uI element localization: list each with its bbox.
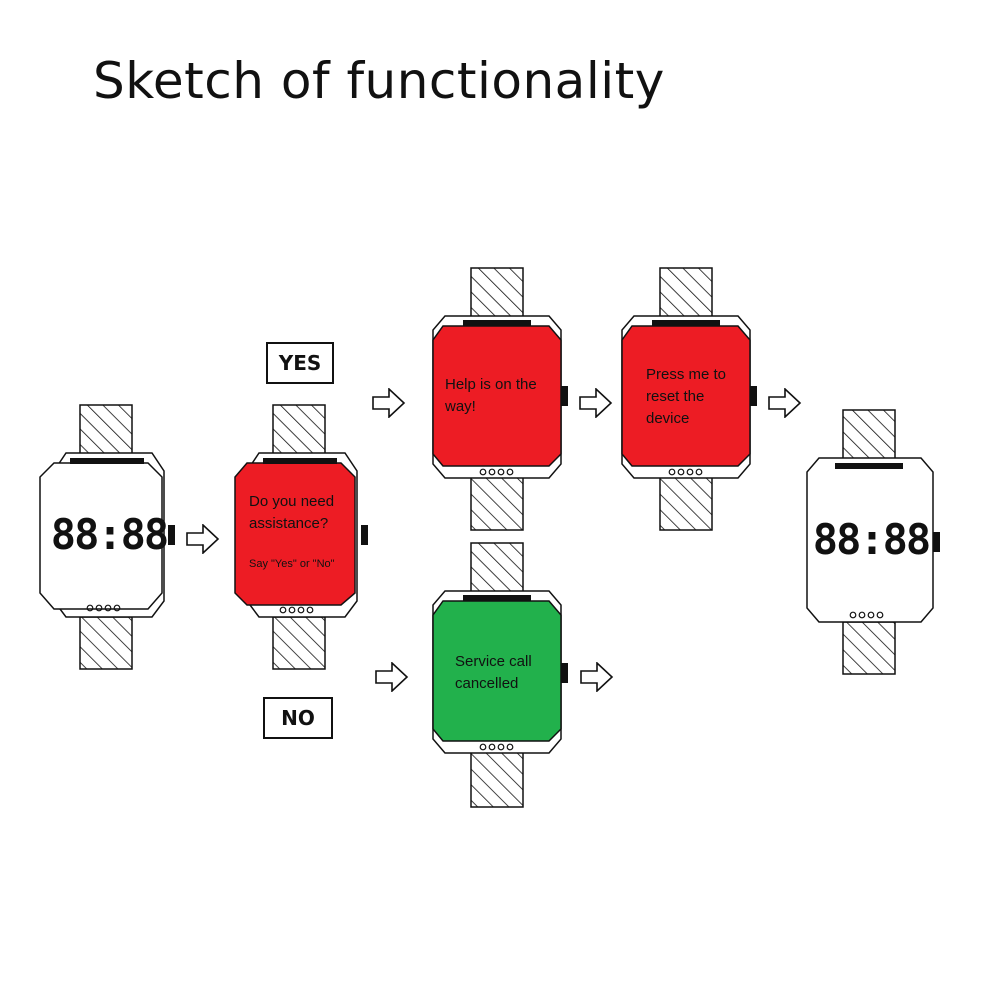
watch-help-line2: way! bbox=[445, 398, 476, 415]
watch-reset-line3: device bbox=[646, 410, 690, 427]
arrow-right-icon bbox=[186, 524, 220, 554]
watch-reset-line1: Press me to bbox=[646, 366, 727, 383]
watch-ask-hint: Say "Yes" or "No" bbox=[249, 558, 335, 570]
watch-cancel-line1: Service call bbox=[455, 653, 532, 670]
arrow-right-icon bbox=[768, 388, 802, 418]
watch-start-time: 88:88 bbox=[50, 510, 169, 559]
arrow-right-icon bbox=[579, 388, 613, 418]
yes-label: YES bbox=[266, 342, 334, 384]
watch-ask-line2: assistance? bbox=[249, 515, 329, 532]
watch-reset-line2: reset the bbox=[646, 388, 705, 405]
watch-help-line1: Help is on the bbox=[445, 376, 537, 393]
no-label: NO bbox=[263, 697, 333, 739]
watch-help: Help is on the way! bbox=[431, 267, 571, 533]
watch-start: 88:88 bbox=[39, 404, 180, 670]
watch-ask: Do you need assistance? Say "Yes" or "No… bbox=[233, 404, 373, 670]
watch-end-time: 88:88 bbox=[812, 515, 931, 564]
page-title: Sketch of functionality bbox=[93, 52, 665, 110]
arrow-right-icon bbox=[580, 662, 614, 692]
watch-ask-line1: Do you need bbox=[249, 493, 335, 510]
watch-cancel: Service call cancelled bbox=[431, 542, 571, 808]
watch-cancel-line2: cancelled bbox=[455, 675, 519, 692]
arrow-right-icon bbox=[375, 662, 409, 692]
watch-reset: Press me to reset the device bbox=[620, 267, 760, 533]
watch-end: 88:88 bbox=[805, 409, 945, 675]
arrow-right-icon bbox=[372, 388, 406, 418]
